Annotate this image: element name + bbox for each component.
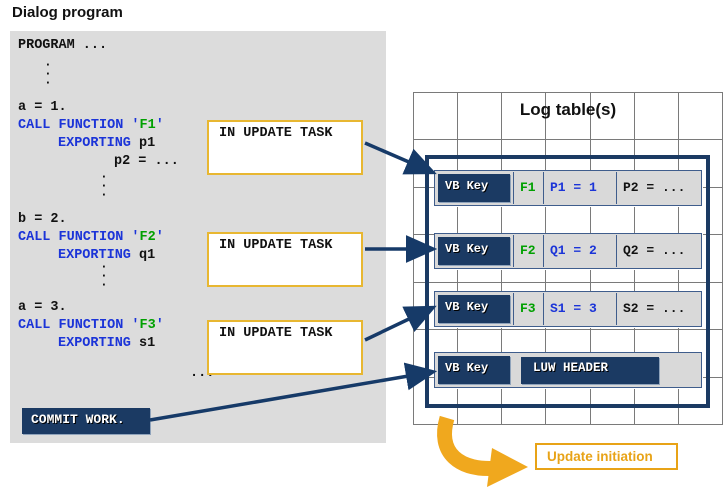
code-token: EXPORTING [58,336,140,351]
grid-line-vertical [413,92,414,425]
log-cell-function: F1 [513,172,543,204]
grid-line-vertical [722,92,723,425]
in-update-task-box: IN UPDATE TASK [207,120,363,175]
code-token: p1 [139,136,156,151]
luw-header-label: LUW HEADER [533,361,609,375]
code-ellipsis: ··· [100,259,108,292]
code-token: CALL FUNCTION [18,230,132,245]
grid-line-horizontal [413,139,723,140]
grid-line-horizontal [413,92,723,93]
grid-line-horizontal [413,329,723,330]
code-line: EXPORTING s1 [58,336,155,351]
in-update-task-label: IN UPDATE TASK [219,126,333,141]
log-table-frame [425,155,710,408]
code-line: a = 1. [18,100,67,115]
code-token: ' [155,118,164,133]
code-token: F1 [139,118,156,133]
code-token: s1 [139,336,156,351]
code-token: p2 = ... [114,154,179,169]
code-line: CALL FUNCTION 'F1' [18,118,164,133]
log-cell-param1: S1 = 3 [543,293,616,325]
log-cell-function: F3 [513,293,543,325]
code-line: b = 2. [18,212,67,227]
code-token: a = 3. [18,300,67,315]
update-initiation-label: Update initiation [547,449,653,464]
in-update-task-label: IN UPDATE TASK [219,238,333,253]
update-initiation-curved-arrow [447,420,538,489]
code-token: q1 [139,248,156,263]
vb-key-label: VB Key [445,242,489,256]
code-token: ' [131,230,140,245]
code-token: CALL FUNCTION [18,118,132,133]
update-initiation-arrow-body [437,415,501,476]
vb-key-label: VB Key [445,300,489,314]
code-token: CALL FUNCTION [18,318,132,333]
code-line: CALL FUNCTION 'F3' [18,318,164,333]
code-line: EXPORTING q1 [58,248,155,263]
in-update-task-label: IN UPDATE TASK [219,326,333,341]
code-token: EXPORTING [58,248,140,263]
vb-key-box: VB Key [438,356,510,384]
log-cell-param2: Q2 = ... [616,235,702,267]
commit-work-label: COMMIT WORK. [31,412,125,427]
page-title: Dialog program [12,4,123,21]
vb-key-box: VB Key [438,174,510,202]
code-line: p2 = ... [114,154,179,169]
code-token: a = 1. [18,100,67,115]
code-ellipsis: ··· [100,169,108,202]
log-cell-function: F2 [513,235,543,267]
code-token: F3 [139,318,156,333]
vb-key-label: VB Key [445,361,489,375]
vb-key-box: VB Key [438,295,510,323]
code-token: ' [131,318,140,333]
code-token: F2 [139,230,156,245]
log-table-row: VB Key LUW HEADER [434,352,702,388]
in-update-task-box: IN UPDATE TASK [207,232,363,287]
log-cell-param1: P1 = 1 [543,172,616,204]
grid-line-horizontal [413,424,723,425]
log-table-title: Log table(s) [519,100,617,119]
log-cell-param2: S2 = ... [616,293,702,325]
code-token: PROGRAM ... [18,38,108,53]
vb-key-box: VB Key [438,237,510,265]
log-cell-param2: P2 = ... [616,172,702,204]
code-ellipsis: ··· [44,57,52,90]
code-line: a = 3. [18,300,67,315]
code-token: EXPORTING [58,136,140,151]
commit-work-box: COMMIT WORK. [22,408,150,434]
update-initiation-box: Update initiation [535,443,678,470]
code-line: CALL FUNCTION 'F2' [18,230,164,245]
log-cell-param1: Q1 = 2 [543,235,616,267]
code-token: ' [155,230,164,245]
code-line: PROGRAM ... [18,38,107,53]
grid-line-horizontal [413,282,723,283]
vb-key-label: VB Key [445,179,489,193]
update-initiation-arrow-head [487,448,528,487]
code-token: ' [131,118,140,133]
luw-header-box: LUW HEADER [521,357,659,384]
code-line: EXPORTING p1 [58,136,155,151]
code-token: ' [155,318,164,333]
code-token: b = 2. [18,212,67,227]
in-update-task-box: IN UPDATE TASK [207,320,363,375]
